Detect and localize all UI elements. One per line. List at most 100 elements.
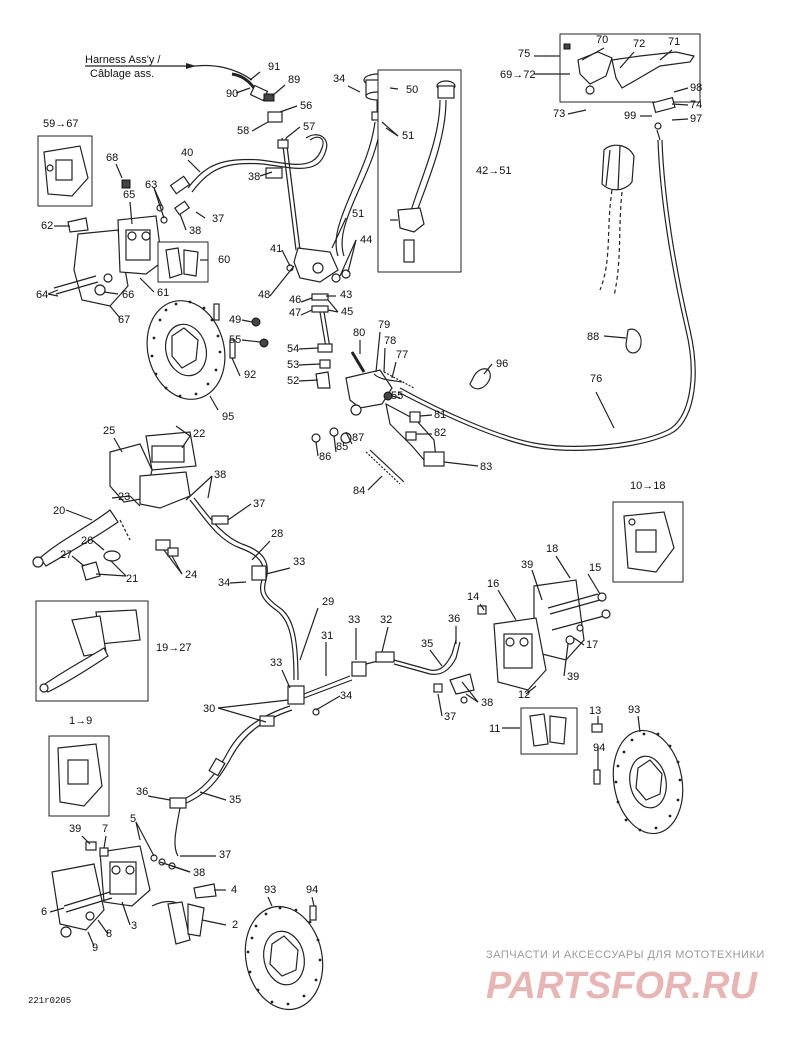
callout-21: 21 <box>126 573 138 585</box>
callout-78: 78 <box>384 335 396 347</box>
reservoir-kit-inset <box>377 69 462 273</box>
callout-70: 70 <box>596 34 608 46</box>
callout-99: 99 <box>624 110 636 122</box>
callout-63: 63 <box>145 179 157 191</box>
callout-64: 64 <box>36 289 48 301</box>
watermark-tagline: ЗАПЧАСТИ И АКСЕССУАРЫ ДЛЯ МОТОТЕХНИКИ <box>486 949 765 961</box>
callout-59: 59→67 <box>43 118 78 130</box>
callout-8: 8 <box>106 928 112 940</box>
harness-label: Harness Ass'y / Câblage ass. <box>85 54 253 81</box>
rear-caliper-mini <box>57 743 103 807</box>
brake-pedal-assembly <box>311 351 491 485</box>
callout-5: 5 <box>130 813 136 825</box>
handlebar-master-cylinder <box>32 431 197 581</box>
callout-79: 79 <box>378 319 390 331</box>
callout-48: 48 <box>258 289 270 301</box>
callout-76: 76 <box>590 373 602 385</box>
callout-2: 2 <box>232 919 238 931</box>
callout-18: 18 <box>546 543 558 555</box>
callout-28: 28 <box>271 528 283 540</box>
callout-11: 11 <box>489 723 500 735</box>
callout-38e: 38 <box>193 867 205 879</box>
harness-label-line1: Harness Ass'y / <box>85 54 161 66</box>
callout-56: 56 <box>300 100 312 112</box>
callout-71: 71 <box>668 36 680 48</box>
callout-10: 10→18 <box>630 480 665 492</box>
callout-82: 82 <box>434 427 446 439</box>
callout-86: 86 <box>319 451 331 463</box>
front-right-brake-disc <box>591 723 684 835</box>
front-right-caliper-mini <box>623 511 675 573</box>
callout-35a: 35 <box>421 638 433 650</box>
callout-85: 85 <box>336 441 348 453</box>
callout-96: 96 <box>496 358 508 370</box>
callout-61: 61 <box>157 287 169 299</box>
callout-69: 69→72 <box>500 69 535 81</box>
front-left-caliper <box>53 179 168 307</box>
callout-91: 91 <box>268 61 280 73</box>
callout-66: 66 <box>122 289 134 301</box>
callout-65: 65 <box>123 189 135 201</box>
callout-58: 58 <box>237 125 249 137</box>
callout-29: 29 <box>322 596 334 608</box>
handlebar-master-cylinder-mini <box>39 609 141 693</box>
callout-37c: 37 <box>444 711 456 723</box>
callout-33b: 33 <box>348 614 360 626</box>
front-left-brake-disc <box>146 300 236 400</box>
callout-36a: 36 <box>448 613 460 625</box>
callout-36b: 36 <box>136 786 148 798</box>
foot-master-cylinder <box>251 111 351 389</box>
callout-92: 92 <box>244 369 256 381</box>
callout-60: 60 <box>218 254 230 266</box>
callout-6: 6 <box>41 906 47 918</box>
callout-25: 25 <box>103 425 115 437</box>
front-right-pads-inset <box>520 707 578 755</box>
callout-39a: 39 <box>521 559 533 571</box>
callout-41: 41 <box>270 243 282 255</box>
callout-37d: 37 <box>219 849 231 861</box>
harness-connector <box>231 72 275 102</box>
callout-15: 15 <box>589 562 601 574</box>
callout-84: 84 <box>353 485 365 497</box>
callout-46: 46 <box>289 294 301 306</box>
callout-13: 13 <box>589 705 601 717</box>
reservoir-kit <box>390 80 456 263</box>
diagram-code: 221r0205 <box>28 996 71 1006</box>
callout-45: 45 <box>341 306 353 318</box>
callout-33c: 33 <box>270 657 282 669</box>
handlebar-lever <box>545 43 695 95</box>
callout-19: 19→27 <box>156 642 191 654</box>
front-left-caliper-mini <box>43 145 89 197</box>
callout-30: 30 <box>203 703 215 715</box>
callout-39c: 39 <box>69 823 81 835</box>
callout-33a: 33 <box>293 556 305 568</box>
callout-14: 14 <box>467 591 479 603</box>
callout-87: 87 <box>352 432 364 444</box>
callout-37a: 37 <box>212 213 224 225</box>
callout-55a: 55 <box>229 334 241 346</box>
callout-52: 52 <box>287 375 299 387</box>
callout-89: 89 <box>288 74 300 86</box>
callout-88: 88 <box>587 331 599 343</box>
callout-4: 4 <box>231 884 237 896</box>
callout-7: 7 <box>102 823 108 835</box>
callout-34b: 34 <box>218 577 230 589</box>
callout-38d: 38 <box>481 697 493 709</box>
callout-75: 75 <box>518 48 530 60</box>
callout-98: 98 <box>690 82 702 94</box>
callout-27: 27 <box>60 549 72 561</box>
callout-40: 40 <box>181 147 193 159</box>
callout-38a: 38 <box>248 171 260 183</box>
callout-51b: 51 <box>352 208 364 220</box>
callout-44: 44 <box>360 234 372 246</box>
callout-73: 73 <box>553 108 565 120</box>
callout-9: 9 <box>92 942 98 954</box>
callout-72: 72 <box>633 38 645 50</box>
brake-line-junction <box>287 639 461 716</box>
front-left-pads-inset <box>157 241 209 283</box>
callout-34a: 34 <box>333 73 345 85</box>
callout-67: 67 <box>118 314 130 326</box>
watermark-logo: PARTSFOR.RU <box>486 965 758 1007</box>
